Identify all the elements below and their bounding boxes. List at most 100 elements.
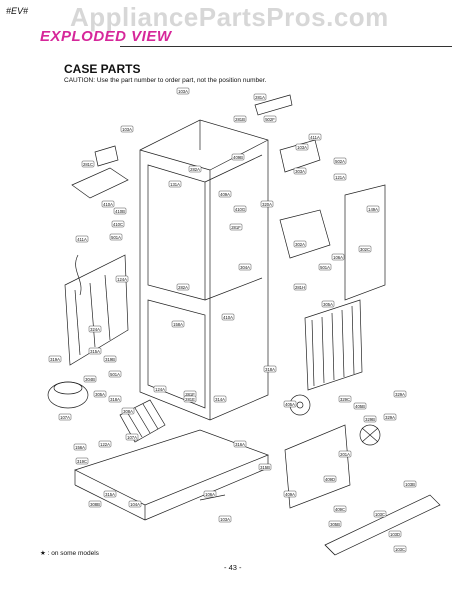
part-callout: 107A bbox=[58, 413, 72, 421]
section-title: CASE PARTS bbox=[64, 62, 141, 76]
part-callout: 282A bbox=[188, 165, 202, 173]
part-callout: 282A bbox=[176, 283, 190, 291]
part-callout: 324A bbox=[88, 325, 102, 333]
part-callout: 409B bbox=[231, 153, 245, 161]
part-callout: 103B bbox=[403, 480, 417, 488]
part-callout-box bbox=[233, 440, 247, 448]
part-callout-box bbox=[233, 205, 247, 213]
part-callout: 319B bbox=[103, 355, 117, 363]
part-number-label: 282A bbox=[190, 167, 200, 172]
part-callout-box bbox=[403, 480, 417, 488]
part-number-label: 329B bbox=[365, 417, 375, 422]
part-callout-box bbox=[308, 133, 322, 141]
part-callout-box bbox=[108, 395, 122, 403]
part-number-label: 124A bbox=[155, 387, 165, 392]
part-number-label: 410A bbox=[103, 202, 113, 207]
part-number-label: 329A bbox=[395, 392, 405, 397]
part-number-label: 329C bbox=[340, 397, 350, 402]
part-number-label: 122A bbox=[100, 442, 110, 447]
part-callout-box bbox=[121, 407, 135, 415]
part-callout-box bbox=[338, 395, 352, 403]
part-callout-box bbox=[171, 320, 185, 328]
part-number-label: 103B bbox=[405, 482, 415, 487]
power-cord bbox=[75, 254, 82, 296]
part-callout-box bbox=[75, 235, 89, 243]
part-callout-box bbox=[113, 207, 127, 215]
part-callout: 158A bbox=[171, 320, 185, 328]
part-callout-box bbox=[258, 463, 272, 471]
part-number-label: 106A bbox=[205, 492, 215, 497]
part-callout-box bbox=[333, 173, 347, 181]
part-callout: 329B bbox=[363, 415, 377, 423]
part-callout-box bbox=[283, 490, 297, 498]
part-callout-box bbox=[108, 370, 122, 378]
part-callout-box bbox=[353, 402, 367, 410]
part-callout: 411A bbox=[75, 235, 89, 243]
part-number-label: 158A bbox=[173, 322, 183, 327]
part-callout-box bbox=[58, 413, 72, 421]
part-callout-box bbox=[233, 115, 247, 123]
right-duct-parts bbox=[254, 94, 386, 301]
part-number-label: 410G bbox=[235, 207, 245, 212]
part-callout-box bbox=[366, 205, 380, 213]
part-callout-box bbox=[75, 457, 89, 465]
part-number-label: 501A bbox=[111, 235, 121, 240]
part-callout: 304B bbox=[83, 375, 97, 383]
part-callout: 405A bbox=[283, 400, 297, 408]
part-callout: 281E bbox=[183, 395, 197, 403]
part-number-label: 106A bbox=[333, 255, 343, 260]
part-callout: 305A bbox=[93, 390, 107, 398]
part-callout: 131A bbox=[168, 180, 182, 188]
part-number-label: 502A bbox=[335, 159, 345, 164]
part-number-label: 281E bbox=[185, 397, 195, 402]
part-number-label: 405A bbox=[285, 402, 295, 407]
part-number-label: 410C bbox=[113, 222, 123, 227]
part-number-label: 103C bbox=[375, 512, 385, 517]
part-callout: 281F bbox=[229, 223, 243, 231]
left-cover-parts bbox=[64, 145, 129, 366]
part-callout-box bbox=[328, 520, 342, 528]
part-number-label: 302A bbox=[295, 242, 305, 247]
part-number-label: 281B bbox=[235, 117, 245, 122]
part-callout-box bbox=[103, 490, 117, 498]
page-title: EXPLODED VIEW bbox=[40, 28, 172, 45]
part-callout-box bbox=[176, 87, 190, 95]
part-callout-box bbox=[73, 443, 87, 451]
part-callout-box bbox=[120, 125, 134, 133]
part-number-label: 281A bbox=[255, 95, 265, 100]
part-number-label: 316A bbox=[235, 442, 245, 447]
part-callout: 410A bbox=[221, 313, 235, 321]
part-callout: 305A bbox=[321, 300, 335, 308]
part-callout-box bbox=[293, 167, 307, 175]
part-callout-box bbox=[323, 475, 337, 483]
part-callout: 302A bbox=[293, 240, 307, 248]
part-callout: 308B bbox=[88, 500, 102, 508]
part-callout: 501A bbox=[318, 263, 332, 271]
condenser-coil bbox=[304, 299, 363, 391]
compressor bbox=[47, 381, 89, 409]
part-number-label: 305A bbox=[323, 302, 333, 307]
part-callout-box bbox=[338, 450, 352, 458]
part-callout: 107A bbox=[125, 433, 139, 441]
part-callout-box bbox=[331, 253, 345, 261]
part-number-label: 104A bbox=[130, 502, 140, 507]
part-callout: 320A bbox=[260, 200, 274, 208]
part-callout-box bbox=[218, 515, 232, 523]
part-callout-box bbox=[321, 300, 335, 308]
part-callout: 303A bbox=[293, 167, 307, 175]
part-callout: 281C bbox=[81, 160, 95, 168]
part-number-label: 107A bbox=[60, 415, 70, 420]
part-callout-box bbox=[218, 190, 232, 198]
part-callout-box bbox=[293, 240, 307, 248]
part-number-label: 314A bbox=[215, 397, 225, 402]
part-number-label: 103A bbox=[178, 89, 188, 94]
part-number-label: 281F bbox=[185, 392, 195, 397]
part-callout-box bbox=[383, 413, 397, 421]
part-number-label: 501A bbox=[110, 372, 120, 377]
part-number-label: 315A bbox=[90, 349, 100, 354]
part-number-label: 281F bbox=[231, 225, 241, 230]
part-number-label: 302C bbox=[360, 247, 370, 252]
part-callout-box bbox=[153, 385, 167, 393]
part-number-label: 315A bbox=[105, 492, 115, 497]
part-callout: 304A bbox=[238, 263, 252, 271]
